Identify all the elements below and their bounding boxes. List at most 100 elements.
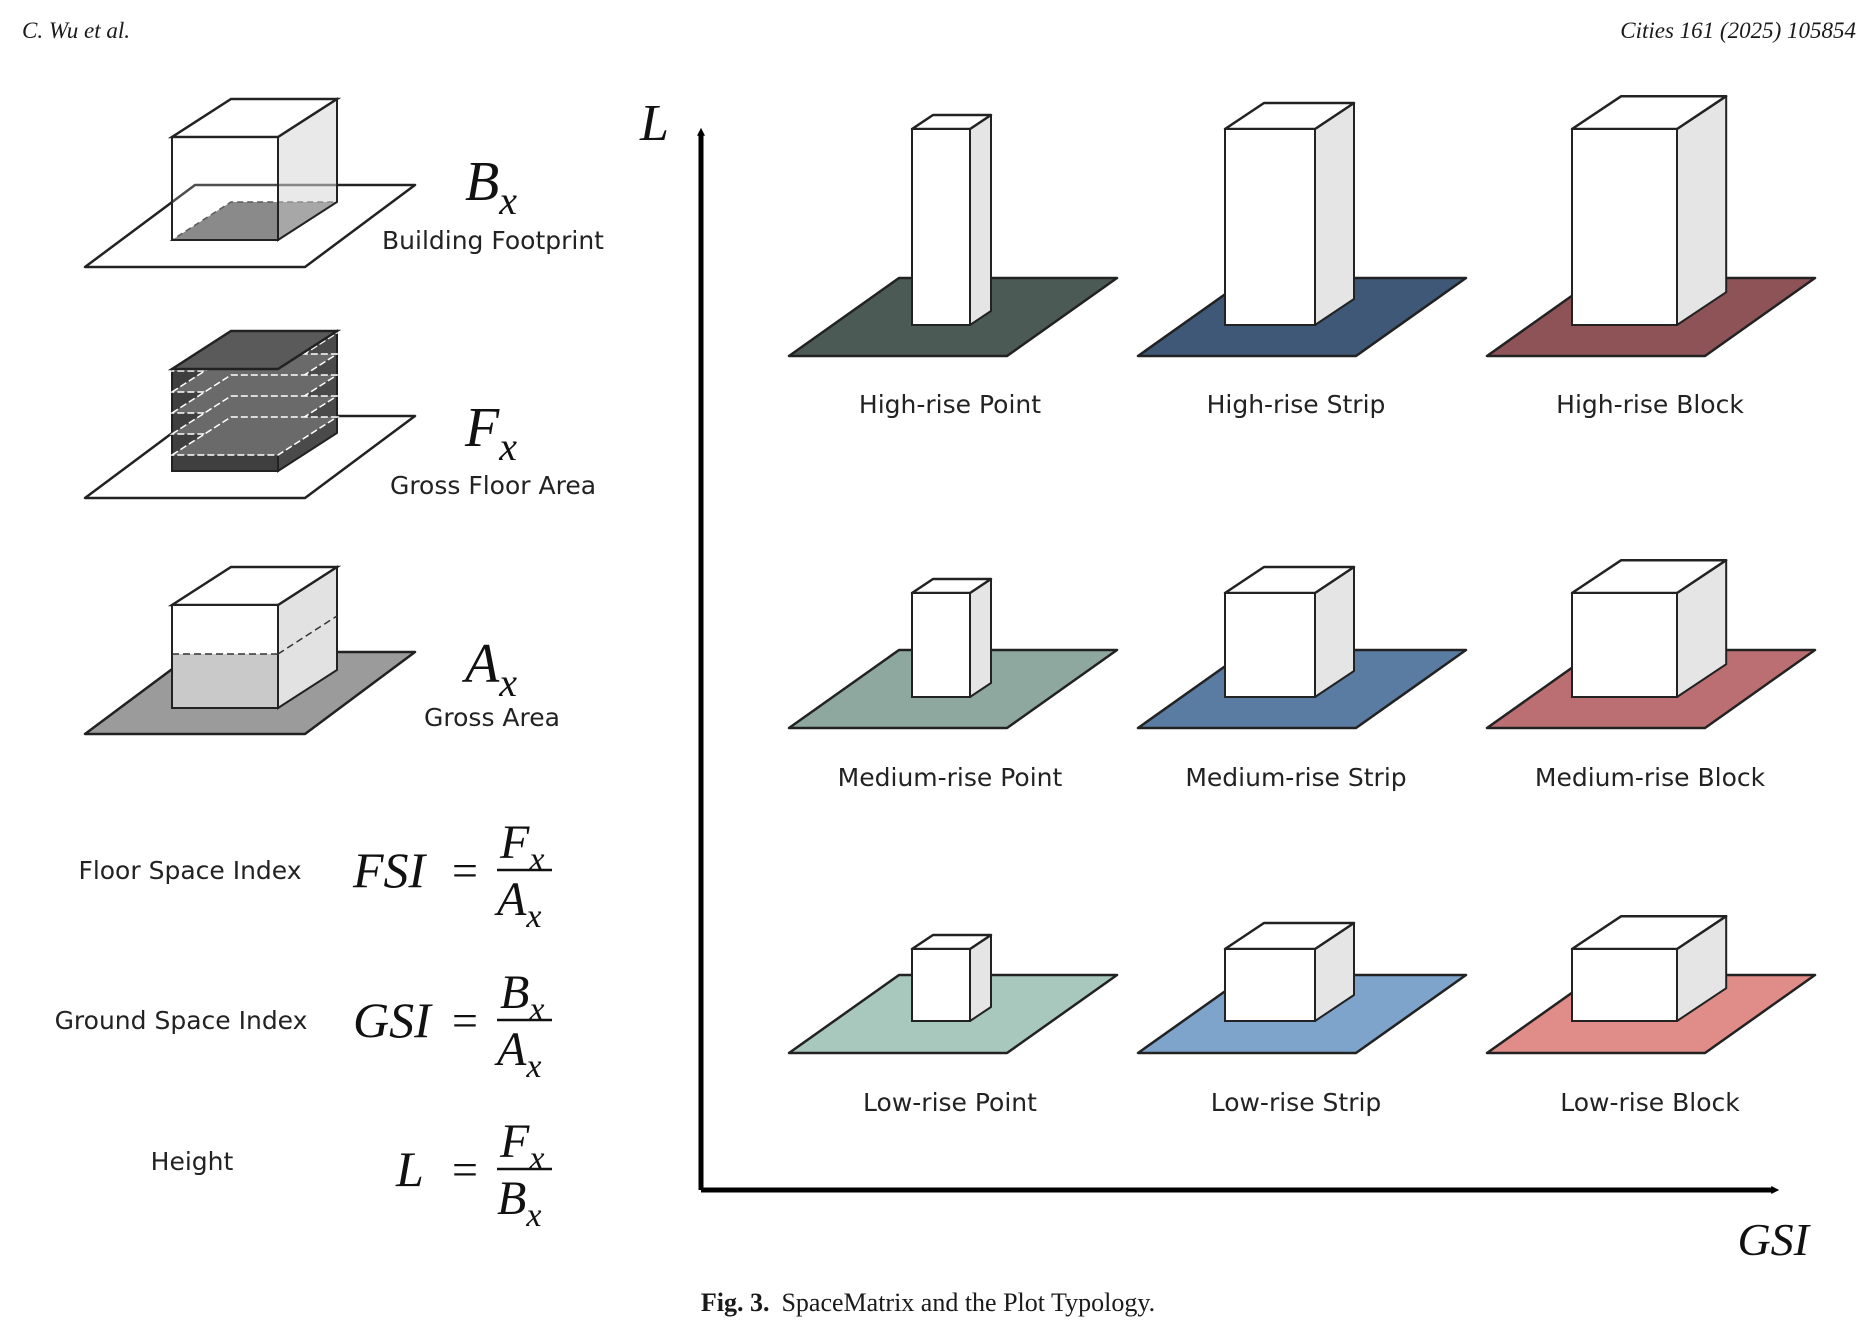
denominator-subscript: x (525, 898, 541, 935)
numerator-symbol: B (500, 966, 529, 1019)
numerator-symbol: F (499, 1115, 530, 1168)
plot-type-label: Medium-rise Point (838, 763, 1063, 792)
matrix-cell: High-rise Point (787, 113, 1119, 419)
matrix-cell: Low-rise Strip (1136, 921, 1468, 1117)
building-front (1224, 948, 1316, 1022)
plot-type-label: Medium-rise Strip (1185, 763, 1406, 792)
formula-lhs: FSI (352, 842, 428, 898)
legend-box-2-top (167, 329, 342, 371)
building-front (1571, 948, 1678, 1022)
header-journal: Cities 161 (2025) 105854 (1620, 18, 1856, 43)
legend-symbol-subscript: x (498, 424, 517, 469)
fraction-denominator: Ax (494, 1023, 541, 1085)
legend-symbol: Bx (465, 151, 517, 223)
legend-box-1-front (171, 136, 279, 241)
equals-sign: = (452, 845, 478, 896)
legend-label: Gross Area (424, 703, 560, 732)
formula-name: Ground Space Index (55, 1006, 308, 1035)
building-side (1676, 95, 1728, 326)
legend-box-3-below-ground (173, 654, 277, 707)
matrix-cell: Medium-rise Block (1485, 558, 1817, 792)
legend-graphic-building-footprint (83, 97, 417, 269)
building-side (969, 114, 992, 326)
matrix-cell: Medium-rise Strip (1136, 565, 1468, 792)
floor-slab (169, 416, 340, 456)
fraction-denominator: Ax (494, 873, 541, 935)
building-front (1224, 592, 1316, 698)
numerator-subscript: x (528, 1140, 544, 1177)
building-front (911, 592, 971, 698)
fraction-numerator: Bx (500, 966, 544, 1028)
building-front (1571, 128, 1678, 326)
plot-type-label: High-rise Block (1556, 390, 1744, 419)
plot-type-label: Low-rise Block (1560, 1088, 1740, 1117)
denominator-symbol: A (494, 1023, 527, 1076)
plot-type-label: Medium-rise Block (1535, 763, 1766, 792)
plot-type-label: High-rise Point (859, 390, 1041, 419)
numerator-symbol: F (499, 816, 530, 869)
legend-symbol: Fx (464, 397, 517, 469)
caption-text: SpaceMatrix and the Plot Typology. (781, 1288, 1156, 1317)
matrix-cell: Low-rise Block (1485, 914, 1817, 1117)
legend-label: Gross Floor Area (390, 471, 596, 500)
matrix-cell: High-rise Strip (1136, 101, 1468, 419)
building-front (1571, 592, 1678, 698)
denominator-symbol: B (497, 1172, 526, 1225)
building (1570, 94, 1728, 326)
building (1570, 558, 1728, 698)
caption-prefix: Fig. 3. (700, 1288, 770, 1317)
legend-graphic-gross-floor-area (83, 329, 417, 500)
building-side (1314, 102, 1355, 326)
legend-symbol-main: F (464, 397, 500, 459)
ground-line (277, 615, 338, 655)
building-front (1224, 128, 1316, 326)
legend-graphic-gross-area (83, 565, 417, 736)
building (1223, 101, 1356, 326)
matrix-cell: Low-rise Point (787, 933, 1119, 1117)
fraction-denominator: Bx (497, 1172, 541, 1234)
matrix-cell: High-rise Block (1485, 94, 1817, 419)
legend-symbol-main: B (465, 151, 499, 213)
numerator-subscript: x (528, 991, 544, 1028)
building (1223, 565, 1356, 698)
building (1223, 921, 1356, 1022)
legend-symbol-subscript: x (498, 178, 517, 223)
building (910, 113, 993, 326)
formula-lhs: GSI (353, 992, 433, 1048)
matrix-cell: Medium-rise Point (787, 577, 1119, 792)
plot-type-label: Low-rise Strip (1211, 1088, 1382, 1117)
figure-caption: Fig. 3. SpaceMatrix and the Plot Typology… (0, 1288, 1856, 1318)
formula-name: Height (151, 1147, 234, 1176)
formula-lhs: L (395, 1141, 424, 1197)
legend-symbol: Ax (461, 633, 517, 705)
legend-symbol-main: A (461, 633, 500, 695)
y-axis-label: L (639, 95, 669, 152)
building (910, 577, 993, 698)
equals-sign: = (452, 995, 478, 1046)
legend-symbol-subscript: x (498, 660, 517, 705)
header-authors: C. Wu et al. (22, 18, 130, 43)
denominator-subscript: x (525, 1048, 541, 1085)
denominator-subscript: x (525, 1197, 541, 1234)
fraction-numerator: Fx (499, 816, 544, 878)
building-front (911, 128, 971, 326)
formula-name: Floor Space Index (78, 856, 301, 885)
equals-sign: = (452, 1144, 478, 1195)
building-side (969, 578, 992, 698)
building (910, 933, 993, 1022)
legend-label: Building Footprint (382, 226, 604, 255)
fraction-numerator: Fx (499, 1115, 544, 1177)
building-front (911, 948, 971, 1022)
x-axis-label: GSI (1737, 1214, 1811, 1265)
building (1570, 914, 1728, 1022)
denominator-symbol: A (494, 873, 527, 926)
numerator-subscript: x (528, 841, 544, 878)
plot-type-label: Low-rise Point (863, 1088, 1037, 1117)
